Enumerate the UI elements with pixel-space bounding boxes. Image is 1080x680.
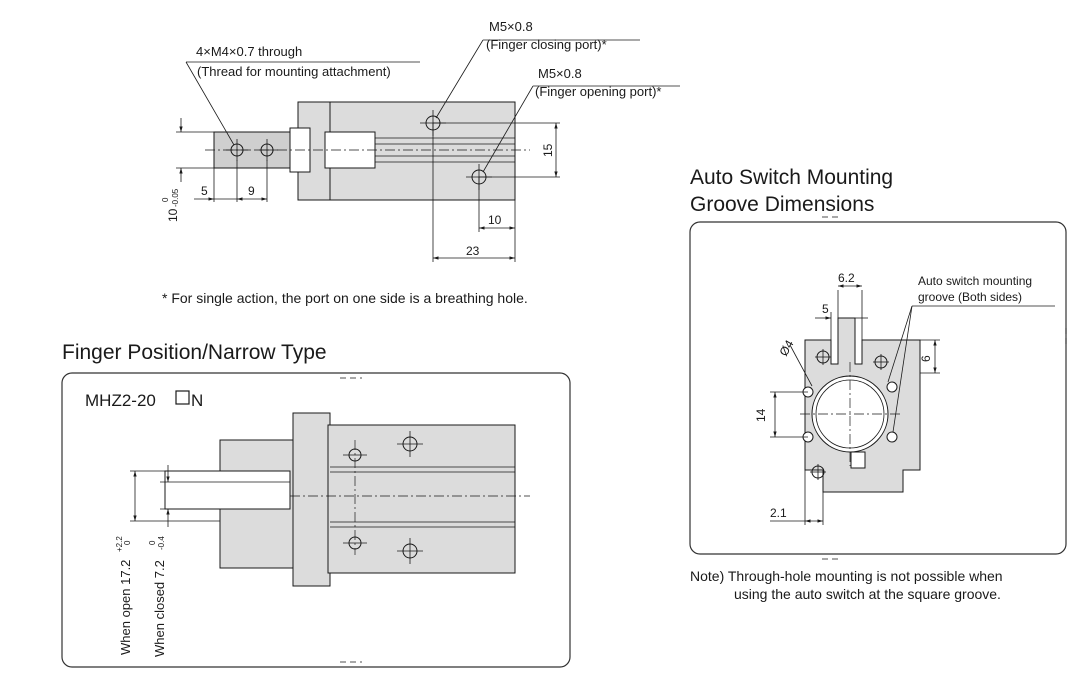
groove-label: Auto switch mounting bbox=[918, 274, 1032, 288]
port-hole-icon bbox=[397, 538, 423, 564]
dim-5: 5 bbox=[201, 184, 208, 198]
mount-hole-icon bbox=[815, 349, 831, 365]
finger-position-heading: Finger Position/Narrow Type bbox=[62, 341, 327, 364]
finger-position-drawing bbox=[130, 412, 530, 587]
closing-port-label: M5×0.8 bbox=[489, 19, 533, 34]
switch-groove-icon bbox=[802, 381, 898, 443]
dim-14: 14 bbox=[754, 408, 768, 422]
dim-6: 6 bbox=[919, 355, 933, 362]
note-line-1: Note) Through-hole mounting is not possi… bbox=[690, 568, 1003, 584]
auto-switch-drawing bbox=[770, 284, 1055, 525]
groove-label-desc: groove (Both sides) bbox=[918, 290, 1022, 304]
guide-lines bbox=[340, 216, 1067, 663]
closed-dimension: When closed 7.2 bbox=[152, 560, 167, 657]
dim-6-2: 6.2 bbox=[838, 271, 855, 285]
port-hole-icon bbox=[397, 431, 423, 457]
port-hole-icon bbox=[343, 448, 367, 462]
dim-2-1: 2.1 bbox=[770, 506, 787, 520]
open-tol-lower: 0 bbox=[123, 540, 132, 545]
closed-tol-upper: 0 bbox=[148, 540, 157, 545]
narrow-body bbox=[327, 424, 516, 574]
port-hole-icon bbox=[343, 536, 367, 550]
note-line-2: using the auto switch at the square groo… bbox=[734, 586, 1001, 602]
thread-label-desc: (Thread for mounting attachment) bbox=[197, 64, 391, 79]
dim-15: 15 bbox=[541, 143, 555, 157]
finger-position-frame bbox=[61, 372, 571, 668]
dim-10-tol-lower: -0.05 bbox=[171, 188, 180, 207]
auto-switch-heading-1: Auto Switch Mounting bbox=[690, 166, 893, 189]
top-view-drawing bbox=[176, 39, 680, 262]
dim-10-tol: 10 bbox=[166, 208, 180, 222]
mount-hole-icon bbox=[873, 354, 889, 370]
dim-10-tol-upper: 0 bbox=[161, 197, 170, 202]
footnote: * For single action, the port on one sid… bbox=[162, 290, 528, 306]
narrow-flange bbox=[292, 412, 331, 587]
dim-phi4: Ø4 bbox=[776, 337, 796, 358]
opening-port-label: M5×0.8 bbox=[538, 66, 582, 81]
auto-switch-heading-2: Groove Dimensions bbox=[690, 193, 874, 216]
closing-port-desc: (Finger closing port)* bbox=[486, 37, 607, 52]
closed-tol-lower: -0.4 bbox=[157, 536, 166, 550]
model-suffix: N bbox=[191, 391, 203, 410]
dim-9: 9 bbox=[248, 184, 255, 198]
mount-hole-icon bbox=[810, 464, 826, 480]
open-dimension: When open 17.2 bbox=[118, 560, 133, 655]
auto-switch-frame bbox=[689, 221, 1067, 555]
dim-groove-5: 5 bbox=[822, 302, 829, 316]
model-label: MHZ2-20 bbox=[85, 391, 156, 410]
dim-10: 10 bbox=[488, 213, 502, 227]
open-tol-upper: +2.2 bbox=[115, 536, 124, 552]
dim-23: 23 bbox=[466, 244, 480, 258]
model-placeholder-box bbox=[175, 390, 190, 405]
opening-port-desc: (Finger opening port)* bbox=[535, 84, 661, 99]
thread-label: 4×M4×0.7 through bbox=[196, 44, 302, 59]
